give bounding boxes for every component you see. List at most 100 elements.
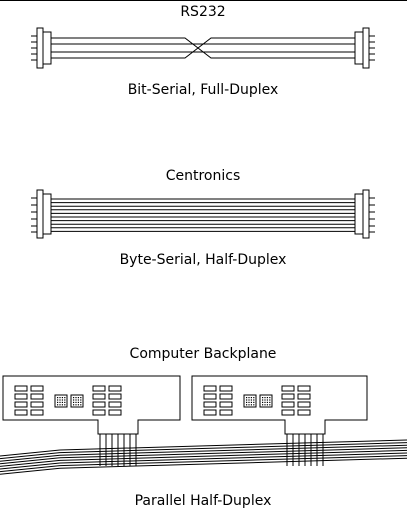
chip — [108, 409, 122, 416]
chip-dot — [59, 401, 61, 403]
chip-dot — [248, 399, 250, 401]
backplane-bus — [0, 439, 407, 475]
chip-dot — [250, 399, 252, 401]
chip-dot — [253, 397, 255, 399]
backplane-caption: Parallel Half-Duplex — [135, 493, 272, 509]
chip — [14, 401, 28, 408]
rs232-wire-b — [51, 37, 355, 59]
chip-dot — [266, 399, 268, 401]
chip — [281, 393, 295, 400]
card-1-chips — [14, 385, 122, 416]
chip-dot — [75, 399, 77, 401]
chip-dot — [80, 397, 82, 399]
chip-dot — [64, 399, 66, 401]
card-1-pins — [99, 434, 137, 466]
chip-dot — [262, 404, 264, 406]
chip-dot — [264, 399, 266, 401]
bus-line — [0, 452, 61, 460]
chip-dot — [246, 397, 248, 399]
bus-line — [0, 449, 61, 457]
chip-dot — [250, 404, 252, 406]
chip — [203, 401, 217, 408]
chip-dot — [269, 404, 271, 406]
chip-dot — [59, 404, 61, 406]
chip-dot — [64, 404, 66, 406]
chip — [297, 401, 311, 408]
chip-dot — [57, 399, 59, 401]
chip-dot — [77, 401, 79, 403]
rs232-right-connector — [354, 27, 375, 69]
chip — [219, 385, 233, 392]
chip-dot — [246, 401, 248, 403]
chip-dot — [57, 397, 59, 399]
chip — [281, 401, 295, 408]
rs232-caption: Bit-Serial, Full-Duplex — [128, 82, 279, 98]
chip — [108, 393, 122, 400]
chip-dot — [246, 404, 248, 406]
chip-dot — [266, 401, 268, 403]
bus-line — [0, 459, 61, 467]
chip — [281, 409, 295, 416]
chip-dot — [59, 399, 61, 401]
chip-dot — [61, 401, 63, 403]
chip — [281, 385, 295, 392]
backplane-title: Computer Backplane — [130, 346, 277, 362]
chip-dot — [73, 399, 75, 401]
chip-dot — [64, 397, 66, 399]
rs232-wire-a — [51, 37, 355, 59]
chip-dot — [80, 401, 82, 403]
chip — [203, 409, 217, 416]
chip-dot — [269, 399, 271, 401]
bus-line — [0, 465, 61, 473]
rs232-left-connector — [31, 27, 52, 69]
chip — [14, 385, 28, 392]
bus-line — [0, 454, 61, 462]
chip-dot — [61, 404, 63, 406]
chip — [92, 393, 106, 400]
chip-dot — [64, 401, 66, 403]
chip-dot — [75, 397, 77, 399]
centronics-right-connector — [354, 189, 375, 239]
chip-dot — [264, 404, 266, 406]
chip-dot — [73, 397, 75, 399]
chip — [14, 409, 28, 416]
chip-dot — [269, 397, 271, 399]
card-2-pins — [286, 434, 324, 466]
chip-dot — [248, 404, 250, 406]
chip-dot — [75, 401, 77, 403]
chip — [297, 409, 311, 416]
chip-dot — [248, 397, 250, 399]
chip-dot — [262, 401, 264, 403]
chip-dot — [59, 397, 61, 399]
chip — [219, 393, 233, 400]
chip-dot — [73, 401, 75, 403]
chip-dot — [253, 404, 255, 406]
chip — [297, 393, 311, 400]
bus-line — [0, 457, 61, 465]
chip — [14, 393, 28, 400]
chip — [30, 401, 44, 408]
bus-line — [0, 467, 61, 475]
chip-dot — [77, 397, 79, 399]
rs232-title: RS232 — [180, 4, 225, 20]
chip-dot — [73, 404, 75, 406]
chip-dot — [253, 399, 255, 401]
chip-dot — [80, 399, 82, 401]
chip-dot — [248, 401, 250, 403]
chip-dot — [264, 397, 266, 399]
chip — [219, 409, 233, 416]
chip — [219, 401, 233, 408]
centronics-cable — [31, 189, 375, 239]
chip-dot — [264, 401, 266, 403]
chip-dot — [262, 397, 264, 399]
chip-dot — [269, 401, 271, 403]
centronics-wires — [51, 198, 355, 232]
chip-dot — [250, 401, 252, 403]
chip — [30, 409, 44, 416]
chip-dot — [246, 399, 248, 401]
chip-dot — [253, 401, 255, 403]
chip-dot — [80, 404, 82, 406]
chip-dot — [77, 404, 79, 406]
card-2-chips — [203, 385, 311, 416]
